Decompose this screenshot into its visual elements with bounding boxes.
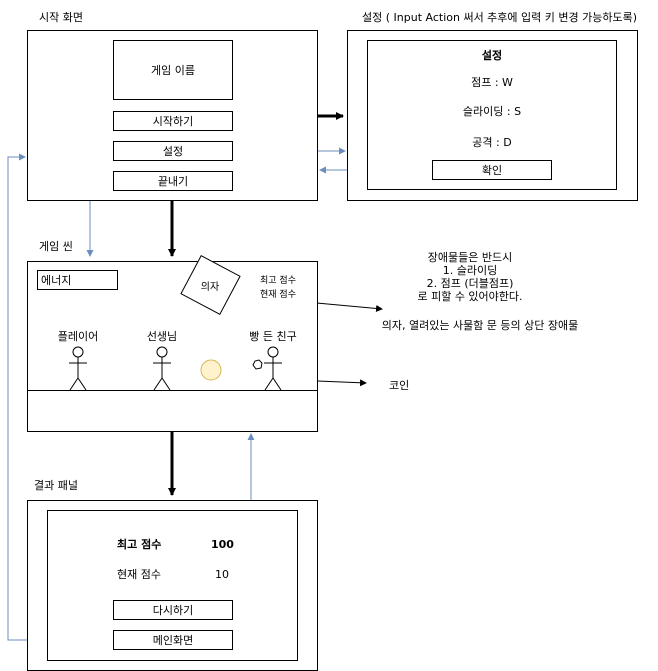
obstacle-note-line-4: 로 피할 수 있어야한다. xyxy=(417,290,523,303)
teacher-figure xyxy=(153,346,171,391)
friend-figure xyxy=(264,346,282,391)
obstacle-note-line-1: 장애물들은 반드시 xyxy=(427,251,513,264)
quit-button[interactable]: 끝내기 xyxy=(113,171,233,191)
settings-button[interactable]: 설정 xyxy=(113,141,233,161)
confirm-button-label: 확인 xyxy=(481,164,503,177)
result-current-score-label: 현재 점수 xyxy=(117,568,161,581)
bread-icon xyxy=(252,359,263,370)
settings-attack: 공격 : D xyxy=(472,136,512,149)
game-scene-label: 게임 씬 xyxy=(39,240,73,253)
player-label: 플레이어 xyxy=(57,330,99,343)
settings-slide: 슬라이딩 : S xyxy=(462,105,522,118)
result-best-score-label: 최고 점수 xyxy=(117,538,162,551)
player-figure xyxy=(69,346,87,391)
main-menu-button[interactable]: 메인화면 xyxy=(113,630,233,650)
obstacle-note: 장애물들은 반드시 1. 슬라이딩 2. 점프 (더블점프) 로 피할 수 있어… xyxy=(417,251,522,303)
game-title-box: 게임 이름 xyxy=(113,40,233,100)
obstacle-examples-note: 의자, 열려있는 사물함 문 등의 상단 장애물 xyxy=(381,319,579,332)
settings-title: 설정 xyxy=(481,49,503,62)
main-menu-button-label: 메인화면 xyxy=(152,634,194,647)
result-current-score-value: 10 xyxy=(215,568,229,581)
coin-note: 코인 xyxy=(389,379,410,392)
confirm-button[interactable]: 확인 xyxy=(432,160,552,180)
settings-button-label: 설정 xyxy=(162,145,184,158)
obstacle-note-line-3: 2. 점프 (더블점프) xyxy=(426,277,514,290)
energy-label: 에너지 xyxy=(41,274,72,287)
start-screen-label: 시작 화면 xyxy=(39,11,83,24)
result-panel-label: 결과 패널 xyxy=(34,479,78,492)
start-button-label: 시작하기 xyxy=(152,115,194,128)
settings-label: 설정 ( Input Action 써서 추후에 입력 키 변경 가능하도록) xyxy=(362,11,638,24)
coin-icon xyxy=(200,359,222,381)
teacher-label: 선생님 xyxy=(146,330,178,343)
hud-current-score: 현재 점수 xyxy=(260,290,296,300)
start-button[interactable]: 시작하기 xyxy=(113,111,233,131)
hud-best-score: 최고 점수 xyxy=(260,276,296,286)
settings-jump: 점프 : W xyxy=(471,76,513,89)
friend-label: 빵 든 친구 xyxy=(249,330,297,343)
result-best-score-value: 100 xyxy=(211,538,234,551)
retry-button[interactable]: 다시하기 xyxy=(113,600,233,620)
energy-bar: 에너지 xyxy=(37,270,118,290)
ground-line xyxy=(27,390,318,391)
obstacle-note-line-2: 1. 슬라이딩 xyxy=(442,264,498,277)
game-title-text: 게임 이름 xyxy=(151,64,195,77)
quit-button-label: 끝내기 xyxy=(157,175,189,188)
retry-button-label: 다시하기 xyxy=(152,604,194,617)
